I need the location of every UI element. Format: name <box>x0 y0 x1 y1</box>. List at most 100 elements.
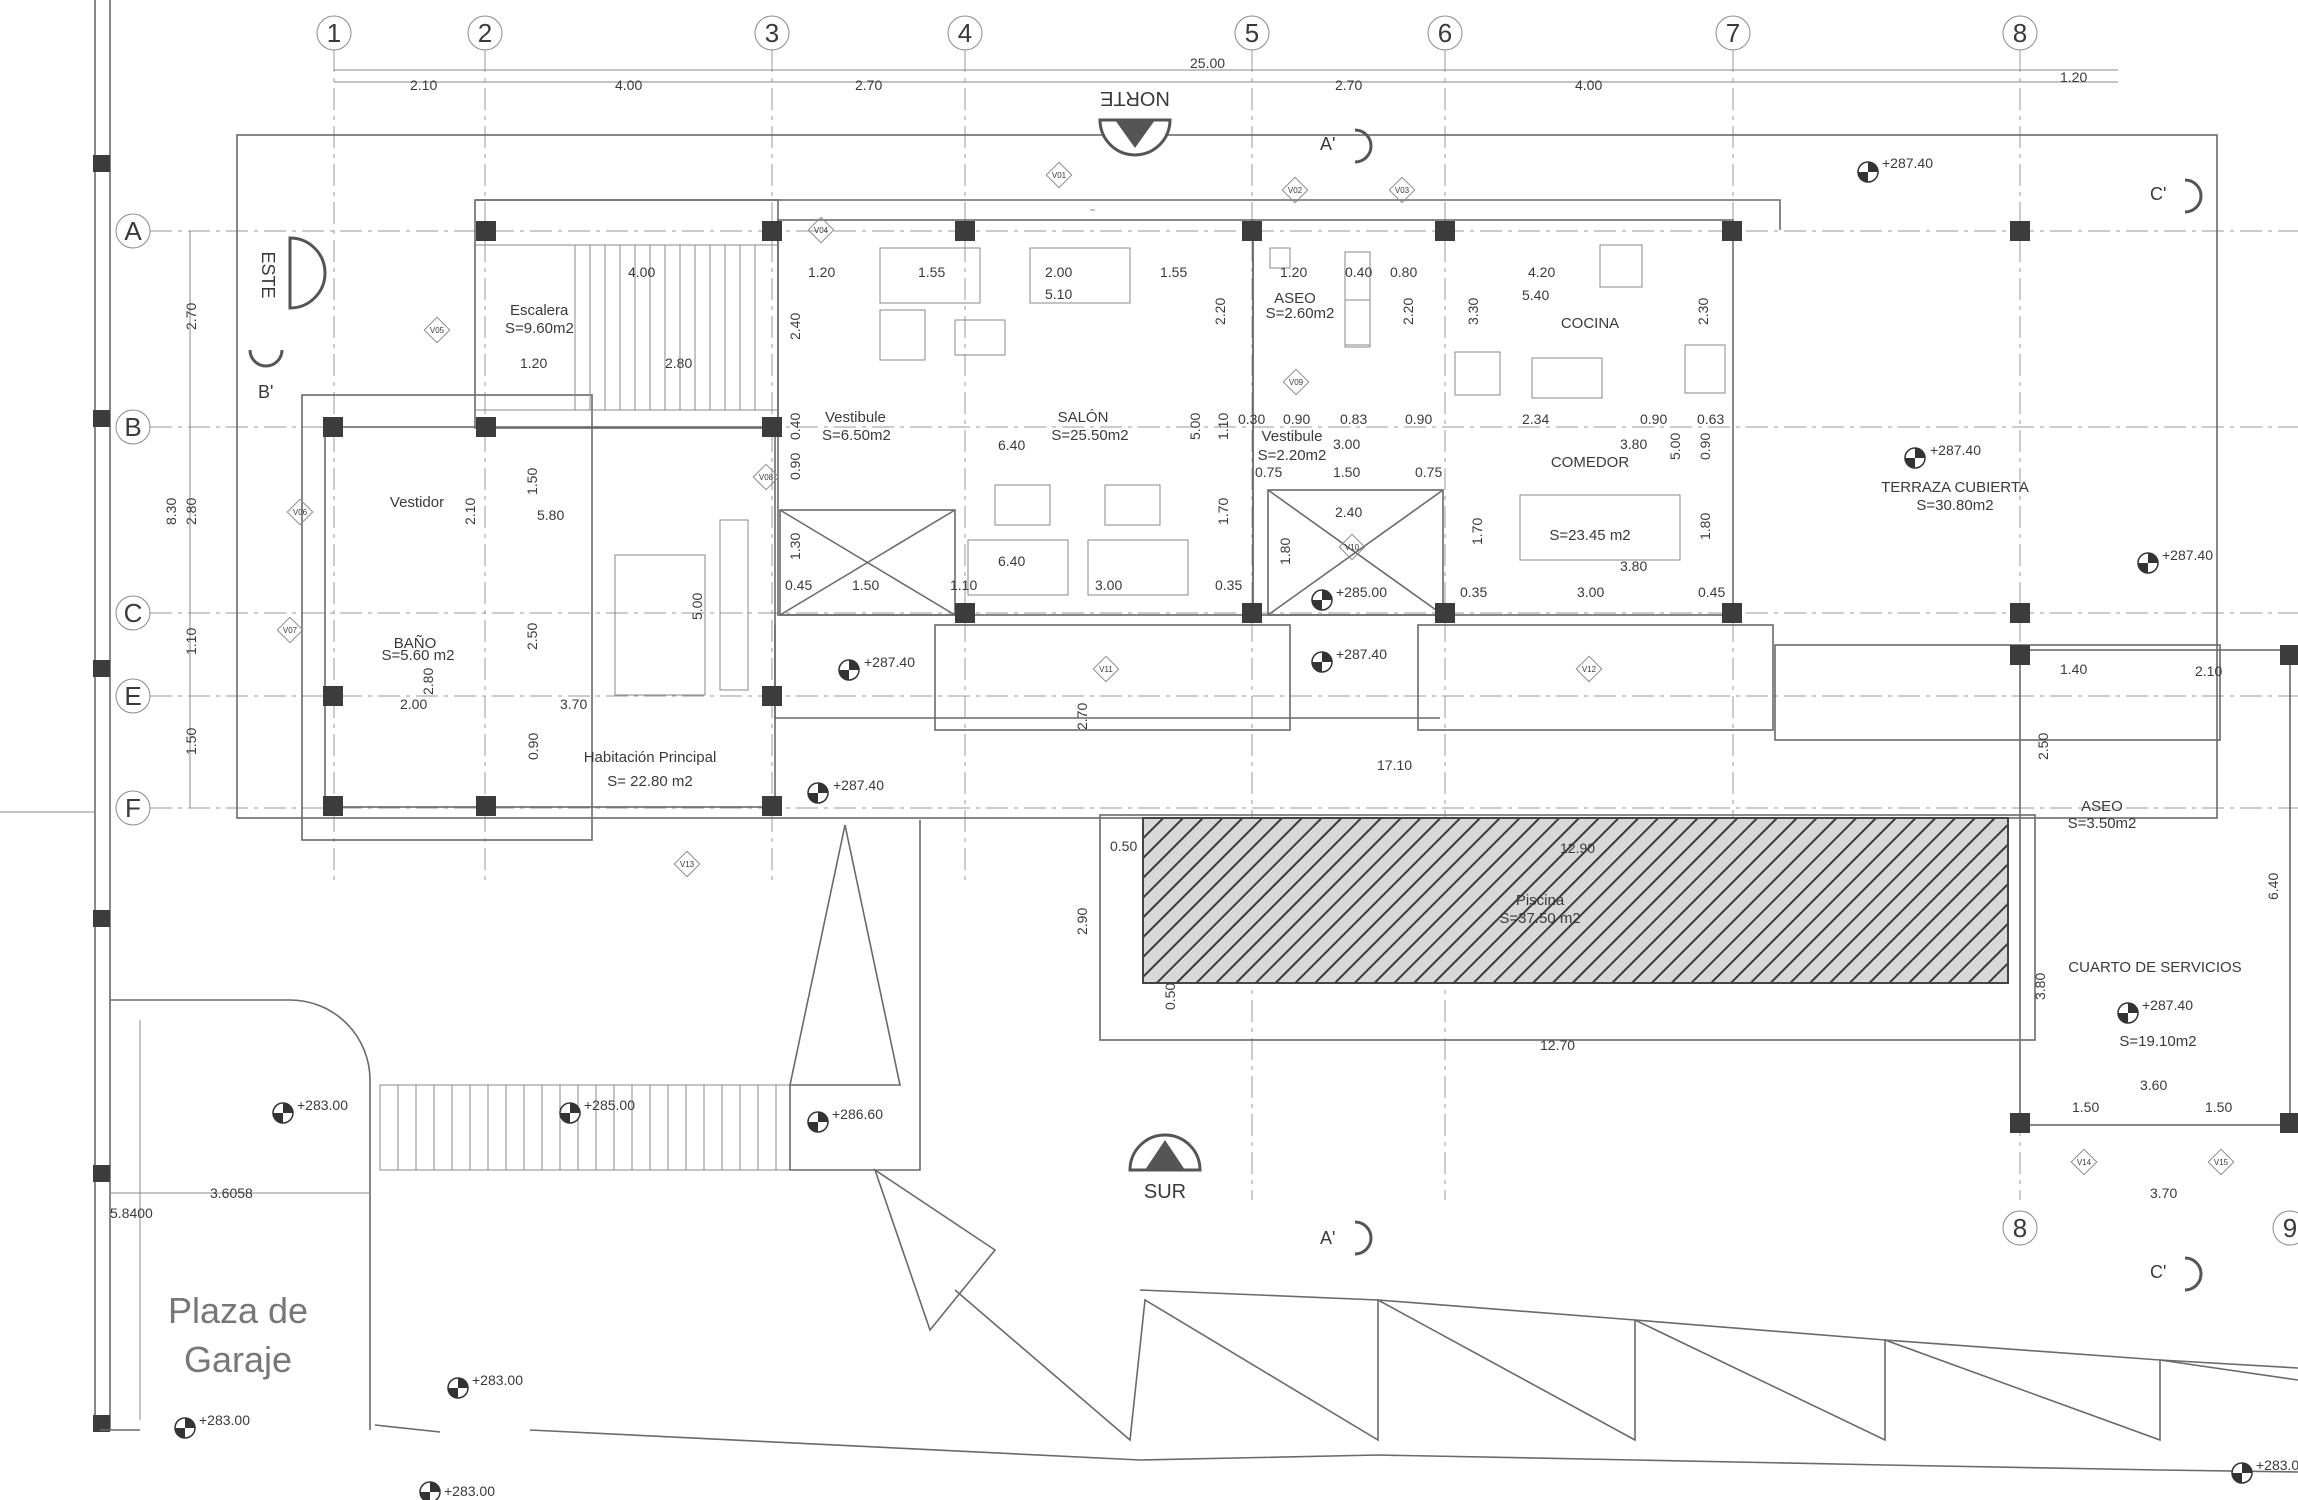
svg-text:2.34: 2.34 <box>1522 411 1549 427</box>
svg-text:3.70: 3.70 <box>2150 1185 2177 1201</box>
grid-bubble-4: 4 <box>947 15 983 51</box>
grid-bubble-8-bottom: 8 <box>2002 1210 2038 1246</box>
svg-text:2.80: 2.80 <box>420 668 436 695</box>
grid-bubble-B: B <box>115 409 151 445</box>
svg-text:5.10: 5.10 <box>1045 286 1072 302</box>
svg-text:V04: V04 <box>814 226 829 235</box>
svg-text:2.70: 2.70 <box>1335 77 1362 93</box>
svg-text:1.50: 1.50 <box>852 577 879 593</box>
svg-text:1.50: 1.50 <box>524 468 540 495</box>
svg-text:0.90: 0.90 <box>525 733 541 760</box>
svg-text:V02: V02 <box>1288 186 1303 195</box>
svg-text:2.20: 2.20 <box>1212 298 1228 325</box>
furniture <box>614 244 1726 696</box>
tag-diamond: V03 <box>1388 176 1416 204</box>
level-marker: +287.40 <box>2117 997 2193 1024</box>
svg-text:V11: V11 <box>1099 665 1113 674</box>
svg-text:C': C' <box>2150 1262 2166 1282</box>
level-marker: +285.00 <box>1311 584 1387 611</box>
ramp <box>529 820 2298 1473</box>
room-escalera-area: S=9.60m2 <box>505 320 574 337</box>
svg-text:3.00: 3.00 <box>1333 436 1360 452</box>
room-servicios-name: CUARTO DE SERVICIOS <box>2068 959 2241 976</box>
room-salon-name: SALÓN <box>1058 409 1109 426</box>
svg-text:A: A <box>124 216 142 246</box>
svg-text:6: 6 <box>1438 18 1452 48</box>
section-marks: A' A' B' C' C' <box>248 128 2203 1292</box>
svg-text:V15: V15 <box>2214 1158 2229 1167</box>
tag-diamond: V01 <box>1045 161 1073 189</box>
svg-text:+283.00: +283.00 <box>472 1372 523 1388</box>
svg-text:+285.00: +285.00 <box>1336 584 1387 600</box>
svg-text:5: 5 <box>1245 18 1259 48</box>
svg-text:V13: V13 <box>680 860 695 869</box>
svg-text:C: C <box>124 598 143 628</box>
level-marker: +287.40 <box>838 654 915 681</box>
grid-bubble-E: E <box>115 678 151 714</box>
svg-text:4.00: 4.00 <box>1575 77 1602 93</box>
tag-diamond: V05 <box>423 316 451 344</box>
room-vestibule2-area: S=2.20m2 <box>1258 447 1327 464</box>
room-vestidor-name: Vestidor <box>390 494 444 511</box>
svg-text:V03: V03 <box>1395 186 1410 195</box>
grid-bubble-5: 5 <box>1234 15 1270 51</box>
structural-columns <box>323 221 2298 1133</box>
level-marker: +283.00 <box>174 1412 250 1439</box>
svg-text:1.10: 1.10 <box>950 577 977 593</box>
svg-text:2.50: 2.50 <box>2035 733 2051 760</box>
svg-text:1.10: 1.10 <box>183 628 199 655</box>
svg-text:2.70: 2.70 <box>855 77 882 93</box>
room-aseo2-name: ASEO <box>2081 798 2123 815</box>
tag-diamond: V06 <box>286 498 314 526</box>
svg-text:8: 8 <box>2013 1213 2027 1243</box>
svg-text:3.00: 3.00 <box>1095 577 1122 593</box>
tag-diamond: V02 <box>1281 176 1309 204</box>
svg-text:3.30: 3.30 <box>1465 298 1481 325</box>
grid-bubble-2: 2 <box>467 15 503 51</box>
room-vestibule-area: S=6.50m2 <box>822 427 891 444</box>
east-mark: ESTE <box>258 236 327 310</box>
svg-text:2.30: 2.30 <box>1695 298 1711 325</box>
svg-text:2.10: 2.10 <box>2195 663 2222 679</box>
svg-text:8.30: 8.30 <box>163 498 179 525</box>
room-comedor-name: COMEDOR <box>1551 454 1630 471</box>
grid-bubble-6: 6 <box>1427 15 1463 51</box>
level-marker: +287.40 <box>2137 547 2213 574</box>
level-marker: +287.40 <box>1904 442 1981 469</box>
level-marker: +286.60 <box>807 1106 883 1133</box>
svg-text:0.35: 0.35 <box>1460 584 1487 600</box>
svg-text:V07: V07 <box>283 626 298 635</box>
svg-text:+287.40: +287.40 <box>1930 442 1981 458</box>
svg-text:5.00: 5.00 <box>689 593 705 620</box>
svg-text:SUR: SUR <box>1144 1181 1186 1203</box>
svg-text:V06: V06 <box>293 508 308 517</box>
svg-text:2.10: 2.10 <box>462 498 478 525</box>
pool: Piscina S=37.50 m2 12.90 <box>1099 814 2036 1041</box>
svg-text:+287.40: +287.40 <box>1336 646 1387 662</box>
svg-text:0.90: 0.90 <box>1697 433 1713 460</box>
svg-text:V08: V08 <box>759 473 774 482</box>
tag-diamond: V12 <box>1575 655 1603 683</box>
grid-bubble-9: 9 <box>2272 1210 2298 1246</box>
site-boundary <box>0 0 111 1432</box>
interior-dimensions: 4.00 1.20 2.80 2.40 1.20 1.55 2.00 1.55 … <box>400 264 2281 1201</box>
svg-text:0.45: 0.45 <box>1698 584 1725 600</box>
garage-label-line1: Plaza de <box>168 1290 308 1331</box>
garage-width-dim: 3.6058 <box>210 1185 253 1201</box>
tag-diamond: V08 <box>752 463 780 491</box>
svg-text:0.45: 0.45 <box>785 577 812 593</box>
svg-text:1.55: 1.55 <box>1160 264 1187 280</box>
grid-bubble-8-top: 8 <box>2002 15 2038 51</box>
svg-text:+287.40: +287.40 <box>833 777 884 793</box>
svg-text:5.00: 5.00 <box>1187 413 1203 440</box>
grid-bubble-7: 7 <box>1715 15 1751 51</box>
garage <box>100 999 441 1433</box>
left-dimension-chain: 2.70 8.30 2.80 1.10 1.50 <box>163 231 199 808</box>
svg-text:1.20: 1.20 <box>1280 264 1307 280</box>
svg-text:V12: V12 <box>1582 665 1597 674</box>
level-marker: +287.40 <box>1857 155 1933 183</box>
svg-text:2.70: 2.70 <box>183 303 199 330</box>
svg-text:Piscina: Piscina <box>1516 892 1565 909</box>
svg-text:1.40: 1.40 <box>2060 661 2087 677</box>
